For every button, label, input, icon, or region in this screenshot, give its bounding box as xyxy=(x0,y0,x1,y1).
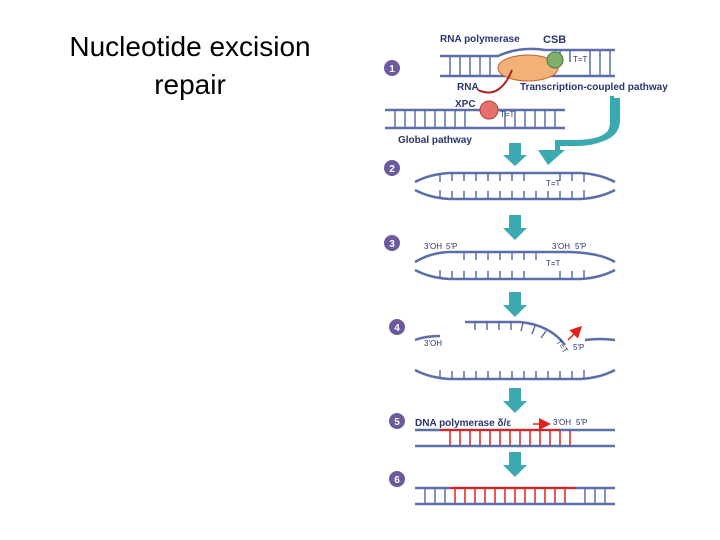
xpc-protein xyxy=(479,100,499,120)
step3-dna xyxy=(414,250,616,281)
step-circle-1: 1 xyxy=(384,60,400,76)
tt-dimer-label: T=T xyxy=(573,55,588,64)
step2-dna xyxy=(414,171,616,201)
oh3-label: 3'OH xyxy=(424,242,442,251)
csb-protein xyxy=(546,51,564,69)
step-number: 3 xyxy=(389,239,395,250)
arrow-3-4 xyxy=(503,292,527,317)
step-circle-4: 4 xyxy=(389,319,405,335)
p5-label: 5'P xyxy=(575,242,586,251)
global-dna xyxy=(385,108,565,130)
rna-label: RNA xyxy=(457,82,479,93)
oh3-label: 3'OH xyxy=(552,242,570,251)
step4-dna xyxy=(414,320,616,381)
arrow-1-2 xyxy=(503,143,527,166)
arrow-2-3 xyxy=(503,215,527,240)
step-number: 2 xyxy=(389,164,395,175)
csb-label: CSB xyxy=(543,34,566,46)
arrow-4-5 xyxy=(503,388,527,413)
tt-dimer-label: T=T xyxy=(500,110,515,119)
p5-label: 5'P xyxy=(446,242,457,251)
step-circle-3: 3 xyxy=(384,235,400,251)
arrow-5-6 xyxy=(503,452,527,477)
tt-dimer-label: T=T xyxy=(554,338,570,355)
rna-strand xyxy=(477,69,513,94)
rna-polymerase-blob xyxy=(497,54,559,82)
rna-polymerase-label: RNA polymerase xyxy=(440,34,520,45)
slide-title: Nucleotide excision repair xyxy=(30,28,350,104)
p5-label: 5'P xyxy=(576,418,587,427)
title-line-1: Nucleotide excision xyxy=(69,31,311,62)
oh3-label: 3'OH xyxy=(553,418,571,427)
dna-polymerase-label: DNA polymerase δ/ε xyxy=(415,418,511,429)
step5-dna xyxy=(415,428,615,448)
p5-label: 5'P xyxy=(573,343,584,352)
release-arrow xyxy=(567,325,583,341)
step-number: 5 xyxy=(394,417,400,428)
tc-to-step2-arrow xyxy=(538,98,620,165)
title-line-2: repair xyxy=(154,69,226,100)
down-arrows xyxy=(503,143,527,477)
step-circle-2: 2 xyxy=(384,160,400,176)
step-number: 6 xyxy=(394,475,400,486)
transcription-coupled-label: Transcription-coupled pathway xyxy=(520,82,668,93)
oh3-label: 3'OH xyxy=(424,339,442,348)
step-number: 1 xyxy=(389,64,395,75)
step-circle-6: 6 xyxy=(389,471,405,487)
tt-dimer-label: T=T xyxy=(546,259,561,268)
step-number: 4 xyxy=(394,323,400,334)
tt-dimer-label: T=T xyxy=(546,179,561,188)
step-circle-5: 5 xyxy=(389,413,405,429)
xpc-label: XPC xyxy=(455,99,476,110)
global-pathway-label: Global pathway xyxy=(398,135,472,146)
step6-dna xyxy=(415,486,615,506)
